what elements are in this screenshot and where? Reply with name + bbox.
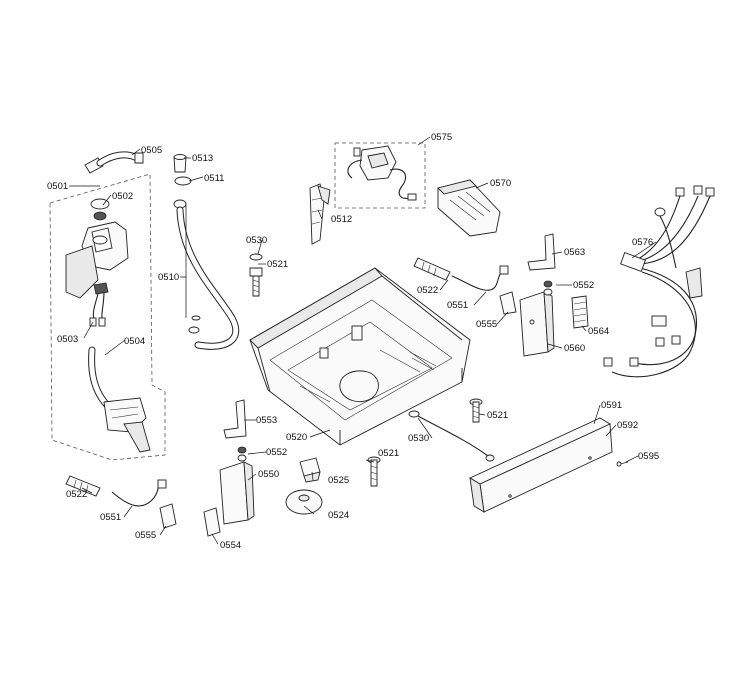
clip-0555-top [499,291,517,315]
connector-0564 [571,295,589,329]
label-0521-top: 0521 [267,259,288,270]
bracket-0553 [223,399,247,439]
label-0551-top: 0551 [447,300,468,311]
clip-0552-bottom [237,446,247,462]
part-labels: 0505 0501 0502 0503 0504 0513 0511 0510 … [47,132,659,551]
foot-0521-right [469,398,483,423]
label-0554: 0554 [220,540,241,551]
label-0595: 0595 [638,451,659,462]
label-0550: 0550 [258,469,279,480]
wiring-harness-0576 [603,185,715,378]
label-0555-top: 0555 [476,319,497,330]
label-0512: 0512 [331,214,352,225]
label-0570: 0570 [490,178,511,189]
bracket-0563 [527,233,556,271]
label-0552-top: 0552 [573,280,594,291]
valve-0522-top [413,257,509,291]
label-0521-bottom: 0521 [378,448,399,459]
foot-0530-top [249,253,263,297]
clip-0552-top [543,280,553,296]
valve-0522-bottom [65,475,101,497]
label-0575: 0575 [431,132,452,143]
screw-0595 [616,461,629,467]
label-0524: 0524 [328,510,349,521]
cable-0530 [408,410,495,462]
label-0503: 0503 [57,334,78,345]
group-outline-0575 [334,142,426,209]
drain-hose-0510 [173,154,240,350]
label-0564: 0564 [588,326,609,337]
label-0520: 0520 [286,432,307,443]
bracket-0512 [309,183,331,245]
foot-0521-bottom [367,456,381,487]
clip-0555-bottom [159,503,177,529]
label-0522-bottom: 0522 [66,489,87,500]
pressure-switch-0575 [347,145,417,201]
label-0563: 0563 [564,247,585,258]
label-0553: 0553 [256,415,277,426]
leader-lines [69,136,657,545]
label-0555-bottom: 0555 [135,530,156,541]
label-0513: 0513 [192,153,213,164]
label-0522-top: 0522 [417,285,438,296]
valve-hose-0504 [88,346,151,453]
label-0501: 0501 [47,181,68,192]
label-0505: 0505 [141,145,162,156]
label-0510: 0510 [158,272,179,283]
label-0504: 0504 [124,336,145,347]
label-0525: 0525 [328,475,349,486]
disc-0524 [285,489,323,515]
bracket-0550 [219,461,255,525]
label-0502: 0502 [112,191,133,202]
label-0511: 0511 [204,173,224,184]
label-0530-bottom: 0530 [408,433,429,444]
cable-0551-bottom [111,479,167,507]
base-tub-0520 [249,267,471,446]
label-0551-bottom: 0551 [100,512,121,523]
label-0521-right: 0521 [487,410,508,421]
label-0560: 0560 [564,343,585,354]
label-0576: 0576 [632,237,653,248]
group-outline-0501 [49,173,166,461]
inlet-hose-0505 [84,151,144,174]
label-0552-bottom: 0552 [266,447,287,458]
label-0591: 0591 [601,400,622,411]
clip-0554 [203,507,221,537]
water-valve-assembly-0501 [65,198,129,327]
label-0592: 0592 [617,420,638,431]
control-module-0570 [437,179,501,237]
float-0525 [299,457,321,483]
kick-plate-0591 [469,417,613,513]
bracket-0560 [519,291,555,357]
label-0530-top: 0530 [246,235,267,246]
